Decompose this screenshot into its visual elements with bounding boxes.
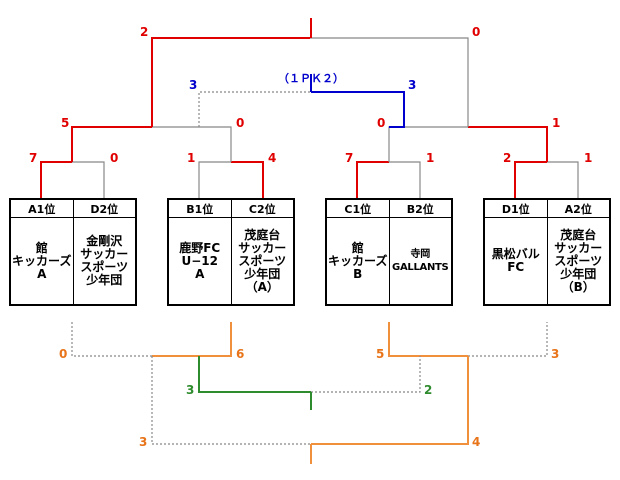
score-a2: 1 xyxy=(584,151,592,165)
team-box-1: A1位 館 キッカーズ A D2位 金剛沢 サッカー スポーツ 少年団 xyxy=(9,198,137,306)
score-a1: 7 xyxy=(29,151,37,165)
lower-match-1: 0 6 xyxy=(59,322,244,361)
score-semi1-right: 0 xyxy=(236,116,244,130)
score-final-right: 0 xyxy=(472,25,480,39)
team-box-4: D1位 黒松バル FC A2位 茂庭台 サッカー スポーツ 少年団 （B） xyxy=(483,198,611,306)
score-lower1-left: 0 xyxy=(59,347,67,361)
rank-label: A1位 xyxy=(11,200,73,218)
rank-label: B1位 xyxy=(169,200,231,218)
team-name: 黒松バル FC xyxy=(491,247,540,274)
upper-match-1: 7 0 xyxy=(29,151,118,198)
score-third-left: 3 xyxy=(189,78,197,92)
upper-match-4: 2 1 xyxy=(503,151,592,198)
score-lower2-left: 5 xyxy=(376,347,384,361)
score-d2: 0 xyxy=(110,151,118,165)
team-name: 館 キッカーズ A xyxy=(12,240,72,281)
rank-label: A2位 xyxy=(547,200,609,218)
team-name: 寺岡 GALLANTS xyxy=(392,249,449,273)
team-name: 茂庭台 サッカー スポーツ 少年団 （B） xyxy=(554,227,603,294)
score-semi2-right: 1 xyxy=(552,116,560,130)
score-minor-right: 2 xyxy=(424,383,432,397)
team-slot-b2: B2位 寺岡 GALLANTS xyxy=(388,200,451,304)
team-slot-d2: D2位 金剛沢 サッカー スポーツ 少年団 xyxy=(72,200,135,304)
team-box-2: B1位 鹿野FC U−12 A C2位 茂庭台 サッカー スポーツ 少年団 （A… xyxy=(167,198,295,306)
rank-label: B2位 xyxy=(389,200,451,218)
lower-minor-match: 3 2 xyxy=(186,356,432,410)
team-name: 金剛沢 サッカー スポーツ 少年団 xyxy=(80,234,129,287)
team-name: 茂庭台 サッカー スポーツ 少年団 （A） xyxy=(238,227,287,294)
team-box-3: C1位 館 キッカーズ B B2位 寺岡 GALLANTS xyxy=(325,198,453,306)
team-slot-b1: B1位 鹿野FC U−12 A xyxy=(169,200,231,304)
score-semi1-left: 5 xyxy=(61,116,69,130)
score-d1: 2 xyxy=(503,151,511,165)
upper-final: 2 0 xyxy=(140,18,480,127)
upper-match-3: 7 1 xyxy=(345,151,434,198)
team-slot-a1: A1位 館 キッカーズ A xyxy=(11,200,73,304)
team-name: 館 キッカーズ B xyxy=(328,240,388,281)
score-main-left: 3 xyxy=(139,435,147,449)
score-b2: 1 xyxy=(426,151,434,165)
team-name: 鹿野FC U−12 A xyxy=(179,240,221,281)
score-minor-left: 3 xyxy=(186,383,194,397)
lower-match-2: 5 3 xyxy=(376,322,559,361)
rank-label: C1位 xyxy=(327,200,389,218)
upper-third-place: 3 3 （１ＰＫ２） xyxy=(189,72,416,128)
score-lower2-right: 3 xyxy=(551,347,559,361)
rank-label: C2位 xyxy=(231,200,293,218)
score-c1: 7 xyxy=(345,151,353,165)
score-b1: 1 xyxy=(187,151,195,165)
rank-label: D2位 xyxy=(73,200,135,218)
team-slot-c1: C1位 館 キッカーズ B xyxy=(327,200,389,304)
team-slot-c2: C2位 茂庭台 サッカー スポーツ 少年団 （A） xyxy=(230,200,293,304)
score-main-right: 4 xyxy=(472,435,480,449)
score-final-left: 2 xyxy=(140,25,148,39)
rank-label: D1位 xyxy=(485,200,547,218)
score-lower1-right: 6 xyxy=(236,347,244,361)
score-semi2-left: 0 xyxy=(377,116,385,130)
score-third-right: 3 xyxy=(408,78,416,92)
score-c2: 4 xyxy=(268,151,276,165)
pk-result-label: （１ＰＫ２） xyxy=(278,72,344,85)
upper-semi-1: 5 0 xyxy=(61,116,244,162)
team-slot-d1: D1位 黒松バル FC xyxy=(485,200,547,304)
lower-main-match: 3 4 xyxy=(139,356,480,464)
upper-match-2: 1 4 xyxy=(187,151,276,198)
team-slot-a2: A2位 茂庭台 サッカー スポーツ 少年団 （B） xyxy=(546,200,609,304)
